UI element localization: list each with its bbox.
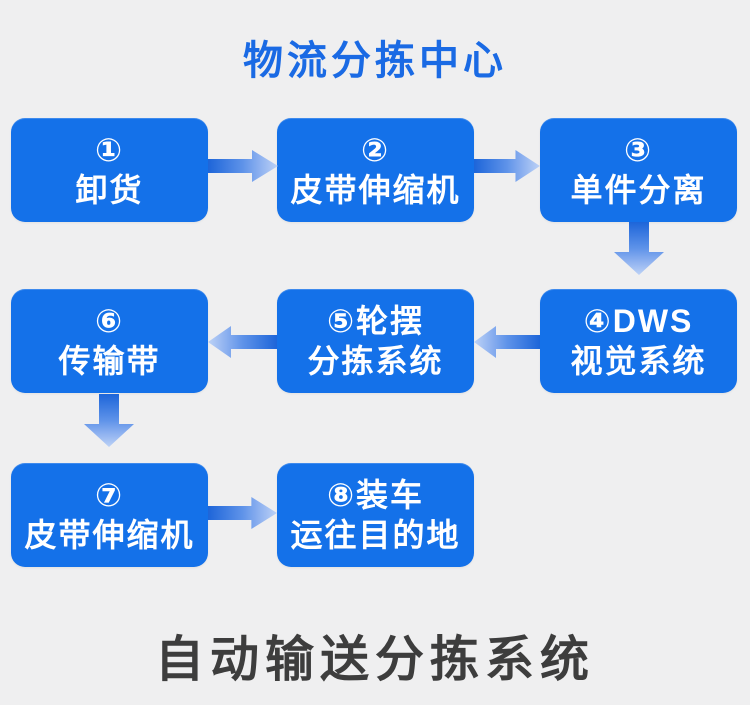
flow-step-8-loading: ⑧装车 运往目的地: [277, 463, 474, 567]
step-number: ⑦: [94, 476, 125, 513]
flow-step-2-telescopic-belt: ② 皮带伸缩机: [277, 118, 474, 222]
step-label: 视觉系统: [570, 343, 707, 379]
step-label: 皮带伸缩机: [290, 172, 461, 208]
arrow-right-icon: [474, 150, 540, 182]
step-label: 分拣系统: [307, 343, 444, 379]
step-number: ①: [94, 131, 125, 168]
step-number: ②: [360, 131, 391, 168]
step-number: ③: [623, 131, 654, 168]
arrow-right-icon: [208, 150, 278, 182]
arrow-left-icon: [208, 326, 277, 358]
step-label: 传输带: [58, 343, 161, 379]
flow-step-6-conveyor: ⑥ 传输带: [11, 289, 208, 393]
step-number: ⑥: [94, 302, 125, 339]
flow-step-1-unload: ① 卸货: [11, 118, 208, 222]
step-label: 单件分离: [570, 172, 707, 208]
arrow-down-icon: [84, 394, 134, 447]
arrow-down-icon: [614, 222, 664, 275]
page-title: 物流分拣中心: [243, 39, 507, 83]
flow-step-7-telescopic-belt: ⑦ 皮带伸缩机: [11, 463, 208, 567]
step-label: 皮带伸缩机: [24, 517, 195, 553]
step-label: 卸货: [75, 172, 144, 208]
flow-step-5-wheel-sorter: ⑤轮摆 分拣系统: [277, 289, 474, 393]
step-label: 运往目的地: [290, 517, 461, 553]
arrow-left-icon: [474, 326, 540, 358]
step-number: ④DWS: [583, 302, 694, 339]
flow-step-3-singulation: ③ 单件分离: [540, 118, 737, 222]
flow-step-4-dws-vision: ④DWS 视觉系统: [540, 289, 737, 393]
arrow-right-icon: [208, 497, 277, 529]
footer-title: 自动输送分拣系统: [154, 633, 595, 687]
step-number: ⑧装车: [326, 476, 425, 513]
step-number: ⑤轮摆: [326, 302, 425, 339]
